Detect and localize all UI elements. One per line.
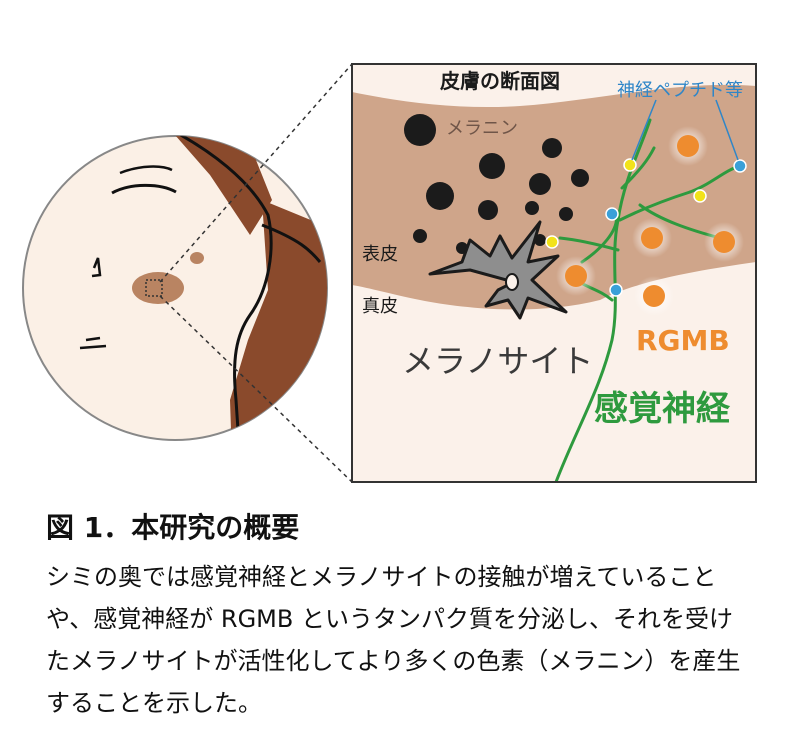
label-dermis: 真皮 [362,296,398,317]
melanocyte-nucleus [505,273,519,291]
nose [91,257,102,278]
melanin-granules [404,114,589,254]
label-epidermis: 表皮 [362,244,398,265]
peptide-pointer-2 [715,99,739,161]
face-outline [167,136,273,440]
peptide-pointer-1 [631,99,657,161]
surface-layer [352,64,756,108]
caption-line: や、感覚神経が RGMB というタンパク質を分泌し、それを受け [46,605,733,633]
label-rgmb: RGMB [636,324,730,357]
caption-line: シミの奥では感覚神経とメラノサイトの接触が増えていること [46,563,717,591]
cross-section-panel: 皮膚の断面図 神経ペプチド等 メラニン 表皮 真皮 メラノサイト RGMB 感覚… [352,64,756,482]
melanocyte-cell [428,220,568,320]
figure-caption-title: 図 1．本研究の概要 [46,511,300,544]
eyebrow [119,165,173,175]
cross-section-border [351,63,757,483]
face-illustration [22,135,328,441]
neuropeptide-dots [545,158,747,297]
label-neuropeptides: 神経ペプチド等 [617,80,743,101]
zoom-marker [145,279,163,297]
mouth [79,336,107,350]
zoom-line-top [159,63,353,283]
label-skin-cross-section: 皮膚の断面図 [440,69,560,93]
caption-line: たメラノサイトが活性化してより多くの色素（メラニン）を産生 [46,647,741,675]
spot-small [190,252,204,264]
skin-diagram-figure: 皮膚の断面図 神経ペプチド等 メラニン 表皮 真皮 メラノサイト RGMB 感覚… [22,63,757,483]
closed-eye [111,183,177,195]
neck-line [261,223,322,263]
label-sensory-nerve: 感覚神経 [594,389,731,429]
caption-line: することを示した。 [46,689,262,717]
figure-caption-body: シミの奥では感覚神経とメラノサイトの接触が増えていること や、感覚神経が RGM… [46,556,796,724]
rgmb-dots [556,126,744,316]
spot-large [132,272,184,304]
label-melanocyte: メラノサイト [402,342,593,380]
label-melanin: メラニン [446,118,518,139]
